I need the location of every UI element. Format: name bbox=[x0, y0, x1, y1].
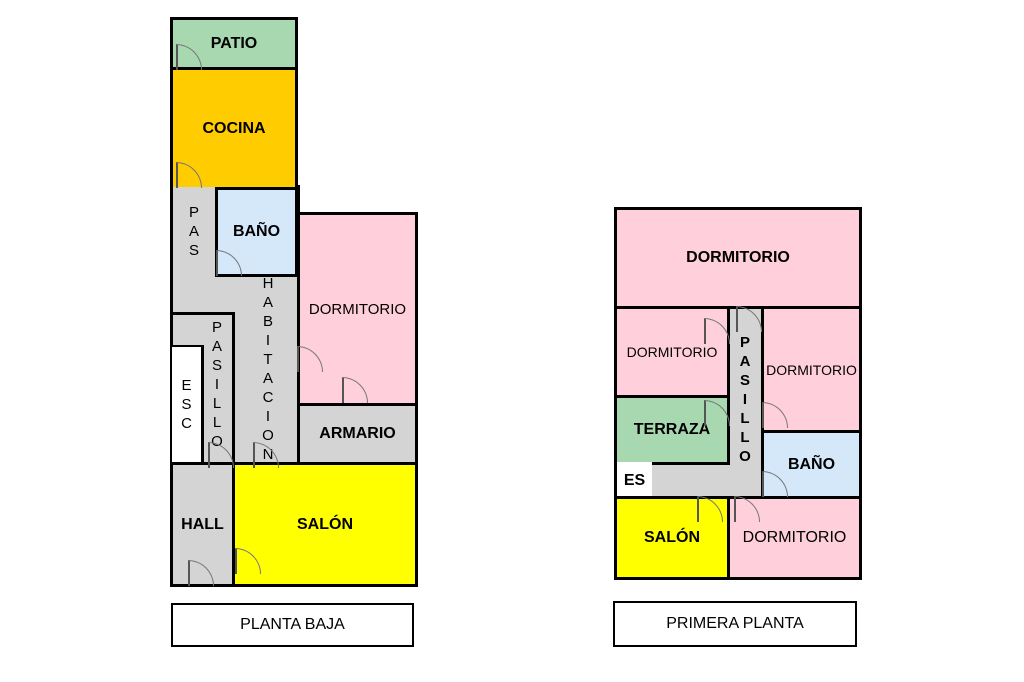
room-pasillo: PASILLO bbox=[736, 333, 754, 467]
room-pasillo: PASILLO bbox=[208, 318, 226, 452]
room-es: ES bbox=[614, 462, 652, 500]
caption-planta-baja: PLANTA BAJA bbox=[171, 603, 414, 647]
room-pas: PAS bbox=[170, 187, 218, 277]
room-salon: SALÓN bbox=[232, 462, 418, 587]
room-bano: BAÑO bbox=[215, 187, 298, 277]
caption-primera-planta: PRIMERA PLANTA bbox=[613, 601, 857, 647]
room-esc: ESC bbox=[172, 345, 204, 463]
room-armario: ARMARIO bbox=[297, 403, 418, 465]
room-dormitorio: DORMITORIO bbox=[297, 212, 418, 406]
room-habitacion: HABITACION bbox=[259, 275, 277, 465]
room-dormitorio-top: DORMITORIO bbox=[614, 207, 862, 309]
